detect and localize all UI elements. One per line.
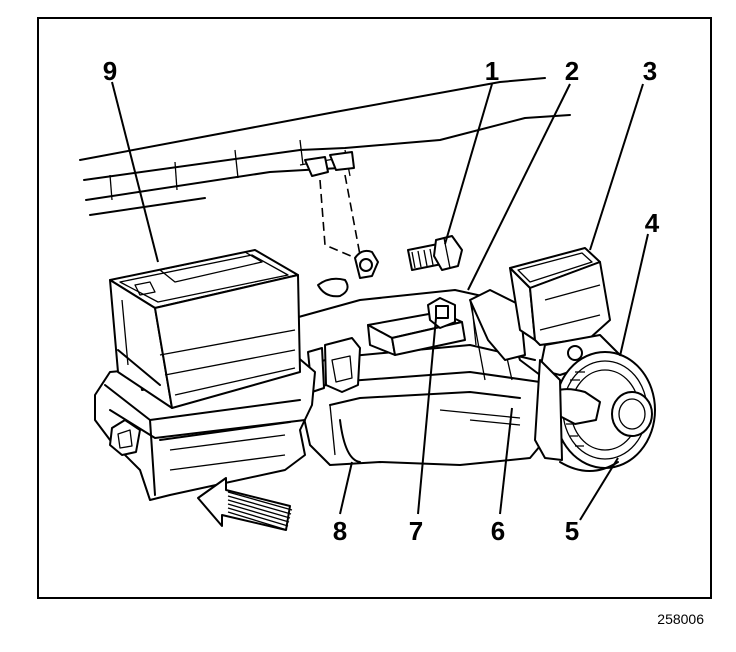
callout-9: 9 bbox=[103, 56, 117, 86]
side-bracket bbox=[307, 337, 361, 393]
callout-3: 3 bbox=[643, 56, 657, 86]
callout-2: 2 bbox=[565, 56, 579, 86]
bolt bbox=[407, 235, 463, 271]
blower-motor bbox=[534, 351, 656, 472]
callout-7: 7 bbox=[409, 516, 423, 546]
diagram-frame bbox=[37, 17, 712, 599]
drain-hose bbox=[317, 277, 349, 298]
filter-box bbox=[109, 249, 301, 409]
mode-actuator bbox=[367, 297, 466, 356]
mount-bracket bbox=[354, 249, 379, 279]
access-cover-panel bbox=[469, 289, 526, 361]
callout-4: 4 bbox=[645, 208, 660, 238]
figure-id: 258006 bbox=[657, 611, 704, 627]
upper-duct bbox=[509, 247, 621, 376]
leader-lines bbox=[111, 81, 649, 521]
callout-1: 1 bbox=[485, 56, 499, 86]
alignment-line bbox=[319, 179, 366, 263]
frame-crossmember bbox=[79, 77, 571, 216]
callout-8: 8 bbox=[333, 516, 347, 546]
callout-6: 6 bbox=[491, 516, 505, 546]
callout-5: 5 bbox=[565, 516, 579, 546]
front-direction-arrow-icon bbox=[197, 477, 293, 531]
alignment-line bbox=[344, 174, 361, 256]
